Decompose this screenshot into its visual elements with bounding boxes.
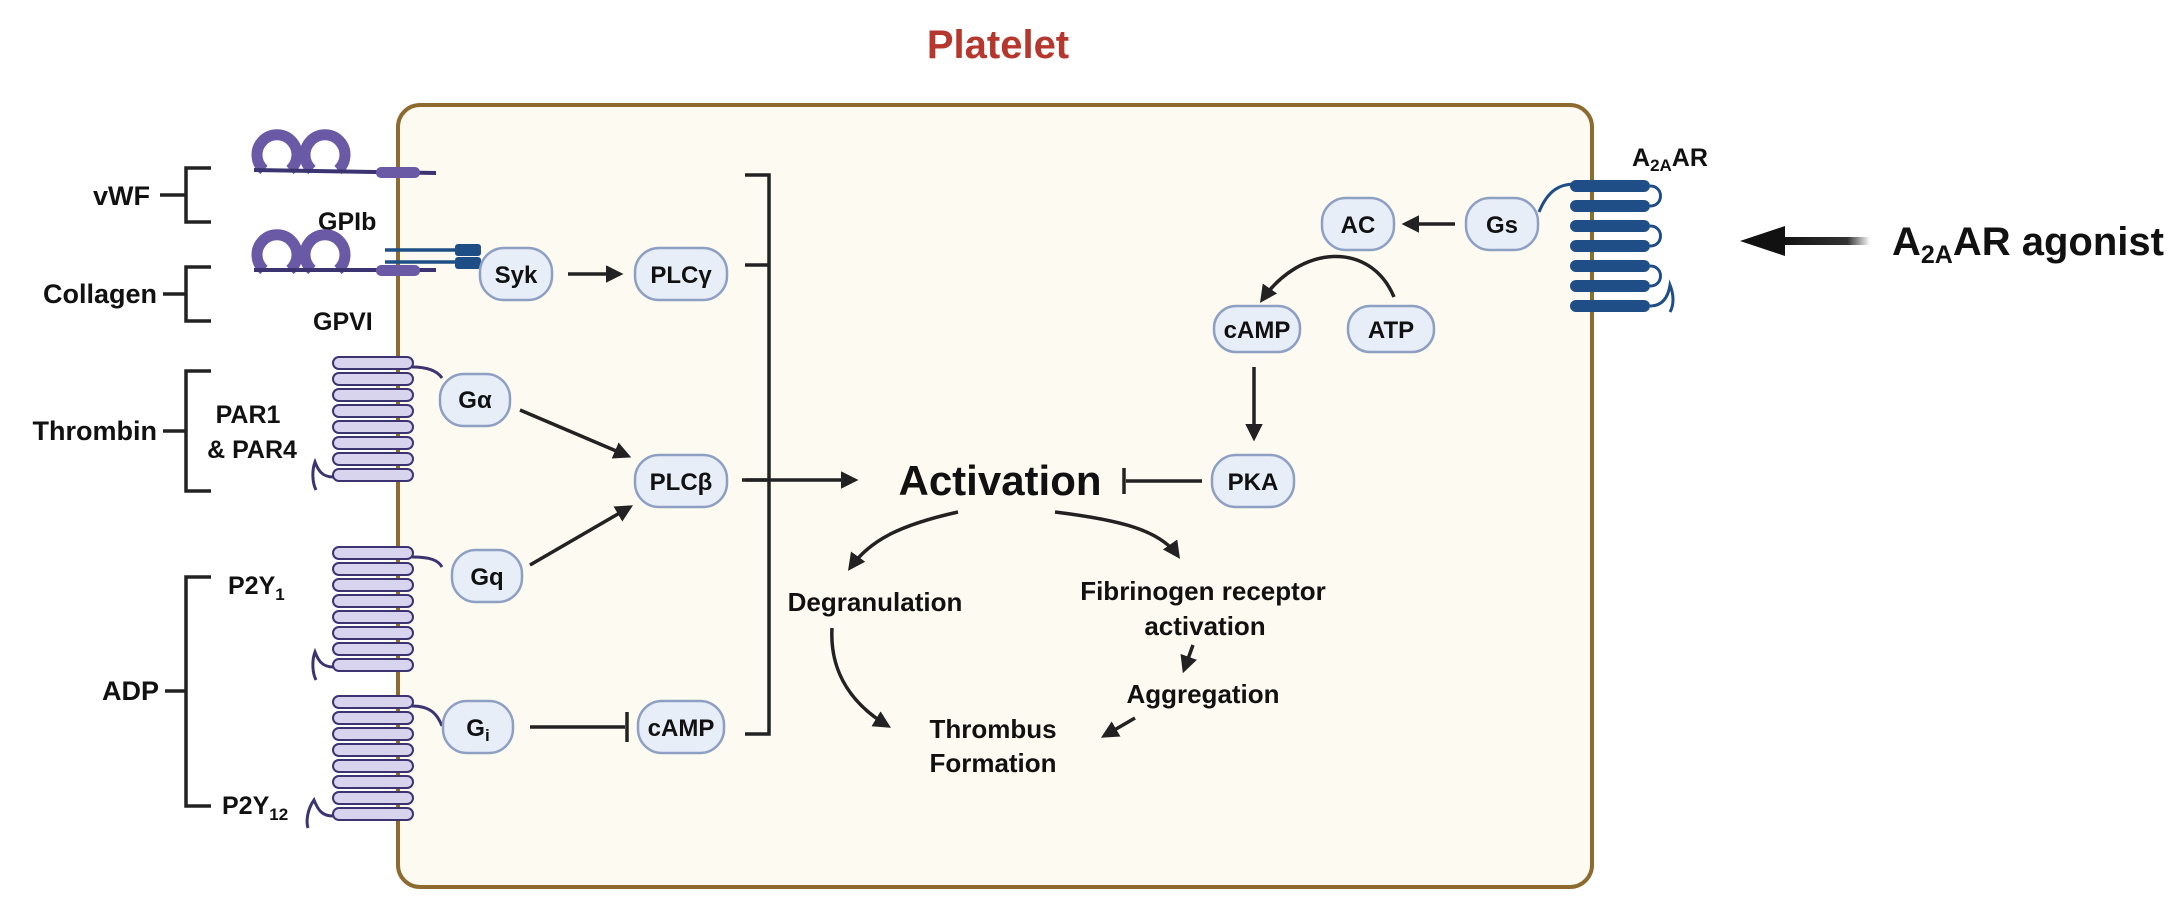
node-syk-label: Syk (495, 262, 538, 289)
node-atp-label: ATP (1368, 317, 1414, 344)
receptor-p2y1-label: P2Y1 (228, 572, 285, 604)
inhibit-gi-to-camp (530, 712, 629, 742)
par-gpcr-icon (311, 356, 444, 491)
node-camp-right-label: cAMP (1224, 317, 1291, 344)
process-fibrinogen-line1: Fibrinogen receptor (1080, 576, 1326, 606)
gpvi-receptor-icon (251, 229, 481, 276)
arrow-fibrinogen-to-aggregation (1180, 644, 1197, 674)
agonist-arrow (1740, 226, 1870, 256)
node-gi (441, 699, 515, 755)
node-plcg-label: PLCγ (650, 262, 712, 289)
node-plcb-label: PLCβ (650, 469, 713, 496)
node-camp-right (1212, 304, 1302, 354)
platelet-title: Platelet (927, 23, 1069, 67)
process-thrombus-line1: Thrombus (929, 714, 1056, 744)
node-pka (1210, 453, 1296, 509)
arrow-gq-to-plcb (529, 505, 634, 567)
ligand-thrombin: Thrombin (33, 416, 157, 446)
node-ac-label: AC (1341, 212, 1376, 239)
process-aggregation: Aggregation (1126, 679, 1279, 709)
receptor-par1-label: PAR1 (216, 401, 281, 429)
node-galpha-label: Gα (458, 387, 492, 414)
ligand-adp: ADP (102, 676, 159, 706)
node-camp-left (636, 699, 726, 755)
arrow-activation-to-degranulation (847, 510, 959, 571)
receptor-gpvi-label: GPVI (313, 308, 373, 336)
node-gq (450, 548, 524, 604)
receptor-a2aar-label: A2AAR (1632, 144, 1708, 175)
arrow-activation-to-fibrinogen (1054, 510, 1180, 559)
node-syk (478, 246, 554, 302)
node-gs (1464, 196, 1540, 252)
arrow-atp-to-camp (1260, 254, 1396, 303)
collagen-bracket (163, 265, 211, 323)
adp-bracket (165, 575, 211, 808)
receptor-p2y12-label: P2Y12 (222, 792, 288, 824)
gpib-receptor-icon (251, 129, 437, 178)
node-ac (1320, 196, 1396, 252)
ligand-vwf: vWF (93, 181, 150, 211)
node-atp (1346, 304, 1436, 354)
thrombin-bracket (163, 369, 211, 493)
arrow-galpha-to-plcb (519, 408, 632, 459)
p2y1-gpcr-icon (311, 546, 444, 681)
process-fibrinogen-line2: activation (1144, 611, 1265, 641)
node-gi-label: Gi (466, 715, 489, 745)
arrow-degranulation-to-thrombus (830, 627, 891, 728)
node-camp-left-label: cAMP (648, 715, 715, 742)
inhibit-pka-to-activation (1122, 468, 1202, 494)
process-thrombus-line2: Formation (929, 748, 1056, 778)
node-gs-label: Gs (1486, 212, 1518, 239)
node-plcb (633, 453, 729, 509)
a2aar-agonist-label: A2AAR agonist (1892, 220, 2164, 269)
node-pka-label: PKA (1228, 469, 1279, 496)
process-activation: Activation (898, 457, 1101, 504)
node-gq-label: Gq (470, 564, 503, 591)
a2aar-gpcr-icon (1537, 180, 1675, 313)
process-degranulation: Degranulation (788, 587, 963, 617)
receptor-par4-label: & PAR4 (207, 436, 297, 464)
node-galpha (438, 372, 512, 428)
p2y12-gpcr-icon (305, 695, 444, 829)
vwf-bracket (160, 166, 211, 224)
arrow-aggregation-to-thrombus (1100, 716, 1136, 738)
node-plcg (633, 246, 729, 302)
ligand-collagen: Collagen (43, 279, 157, 309)
